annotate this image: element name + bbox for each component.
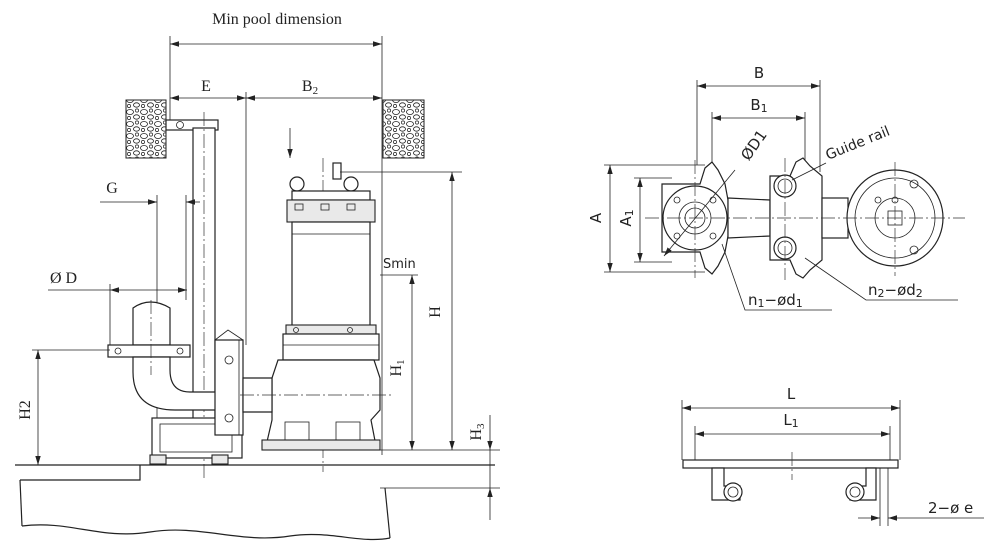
dimension-d1: ØD1 [737, 126, 771, 163]
rail-hole-right [845, 482, 865, 502]
pool-wall-right [382, 99, 425, 159]
holes-label: 2−ø e [928, 499, 973, 517]
guide-rail [165, 112, 219, 480]
dimension-b1: B1 [750, 96, 767, 115]
h2-dimension: H2 [17, 349, 110, 465]
lifting-eye-left [289, 176, 305, 192]
rail-hole-left [723, 482, 743, 502]
dimension-h: H [427, 306, 444, 318]
pool-floor [15, 464, 495, 541]
a-dimensions: A A1 [587, 164, 705, 273]
pump [240, 158, 462, 472]
dimension-h2: H2 [17, 400, 34, 420]
e-b2-dimension: E B2 [170, 78, 382, 345]
pool-wall-left [125, 99, 167, 159]
rail-plate-view: L L1 2−ø e [681, 385, 984, 526]
dimension-b: B [754, 64, 764, 82]
dimension-l: L [787, 385, 796, 403]
lifting-eye-right [343, 176, 359, 192]
holes-dimension: 2−ø e [858, 468, 984, 526]
l-dimensions: L L1 [681, 385, 901, 460]
d-dimension: Ø D [48, 270, 187, 345]
dimension-a1: A1 [617, 209, 636, 226]
top-view: B B1 A A1 [587, 64, 965, 311]
discharge-pipe [107, 300, 236, 411]
dimension-h1: H1 [388, 359, 407, 376]
n2-d2-label: n2−ød2 [868, 281, 923, 300]
b-dimensions: B B1 [696, 64, 821, 172]
min-pool-dimension: Min pool dimension [169, 11, 383, 455]
height-dimensions: Smin H H1 [380, 172, 500, 451]
dimension-a: A [587, 212, 605, 223]
pump-foot [261, 439, 381, 451]
volute [265, 359, 381, 447]
dimension-d: Ø D [50, 270, 77, 287]
min-pool-dimension-label: Min pool dimension [212, 11, 342, 28]
dimension-h3: H3 [468, 423, 487, 441]
n1-d1-callout: n1−ød1 [721, 243, 832, 311]
n1-d1-label: n1−ød1 [748, 291, 803, 310]
rail-plate [682, 452, 899, 502]
motor-housing [291, 221, 371, 327]
h3-dimension: H3 [380, 415, 500, 520]
side-view: Min pool dimension E B2 G [15, 11, 500, 541]
dimension-g: G [106, 180, 118, 197]
centerlines [645, 158, 965, 280]
cable-gland [332, 162, 342, 180]
guide-rail-label: Guide rail [824, 124, 893, 164]
dimension-b2: B2 [302, 78, 318, 97]
dimension-l1: L1 [783, 411, 798, 430]
dimension-e: E [201, 78, 211, 95]
dimension-smin: Smin [383, 257, 416, 272]
n2-d2-callout: n2−ød2 [804, 257, 958, 301]
coupling-base [149, 329, 244, 465]
